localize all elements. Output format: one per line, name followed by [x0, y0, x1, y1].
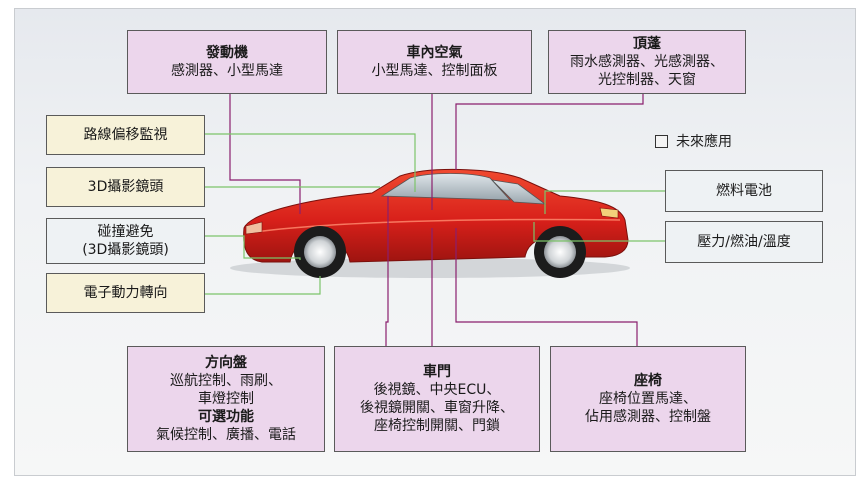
pressure-fuel-temp-label: 壓力/燃油/溫度: [697, 234, 791, 250]
legend-label: 未來應用: [676, 134, 732, 150]
roof-title: 頂蓬: [633, 36, 661, 52]
3d-camera-box: 3D攝影鏡頭: [46, 167, 205, 207]
fuel-cell-label: 燃料電池: [716, 183, 772, 199]
door-box: 車門 後視鏡、中央ECU、 後視鏡開關、車窗升降、 座椅控制開關、門鎖: [334, 346, 540, 452]
collision-avoid-label-2: (3D攝影鏡頭): [82, 242, 169, 258]
door-line-3: 座椅控制開關、門鎖: [374, 418, 500, 434]
collision-avoid-label-1: 碰撞避免: [97, 224, 154, 240]
cabin-air-title: 車內空氣: [406, 45, 463, 61]
roof-box: 頂蓬 雨水感測器、光感測器、 光控制器、天窗: [548, 30, 746, 94]
steering-wheel-line-1: 巡航控制、雨刷、: [170, 373, 282, 389]
optional-features-title: 可選功能: [198, 409, 254, 425]
legend: 未來應用: [655, 131, 732, 151]
door-line-2: 後視鏡開關、車窗升降、: [360, 400, 514, 416]
purple-wires: [229, 94, 644, 346]
car-illustration: [230, 168, 630, 278]
roof-line-2: 光控制器、天窗: [598, 72, 696, 88]
steering-wheel-line-2: 車燈控制: [198, 391, 254, 407]
lane-monitor-label: 路線偏移監視: [83, 127, 168, 143]
engine-line: 感測器、小型馬達: [171, 63, 283, 79]
cabin-air-line: 小型馬達、控制面板: [371, 63, 498, 79]
power-steering-box: 電子動力轉向: [46, 273, 205, 313]
power-steering-label: 電子動力轉向: [83, 285, 168, 301]
fuel-cell-box: 燃料電池: [665, 170, 823, 212]
steering-wheel-box: 方向盤 巡航控制、雨刷、 車燈控制 可選功能 氣候控制、廣播、電話: [127, 346, 325, 452]
steering-wheel-title: 方向盤: [205, 355, 247, 371]
lane-monitor-box: 路線偏移監視: [46, 115, 205, 155]
engine-title: 發動機: [206, 45, 248, 61]
collision-avoid-box: 碰撞避免 (3D攝影鏡頭): [46, 218, 205, 264]
cabin-air-box: 車內空氣 小型馬達、控制面板: [337, 30, 532, 94]
seat-box: 座椅 座椅位置馬達、 佔用感測器、控制盤: [550, 346, 746, 452]
optional-features-line: 氣候控制、廣播、電話: [156, 427, 296, 443]
green-wires: [205, 133, 665, 295]
door-title: 車門: [423, 364, 451, 380]
door-line-1: 後視鏡、中央ECU、: [373, 382, 501, 398]
legend-swatch: [655, 134, 668, 148]
seat-line-2: 佔用感測器、控制盤: [585, 409, 711, 425]
seat-title: 座椅: [634, 373, 662, 389]
seat-line-1: 座椅位置馬達、: [599, 391, 697, 407]
pressure-fuel-temp-box: 壓力/燃油/溫度: [665, 221, 823, 263]
roof-line-1: 雨水感測器、光感測器、: [570, 54, 724, 70]
engine-box: 發動機 感測器、小型馬達: [127, 30, 327, 94]
3d-camera-label: 3D攝影鏡頭: [87, 179, 164, 195]
